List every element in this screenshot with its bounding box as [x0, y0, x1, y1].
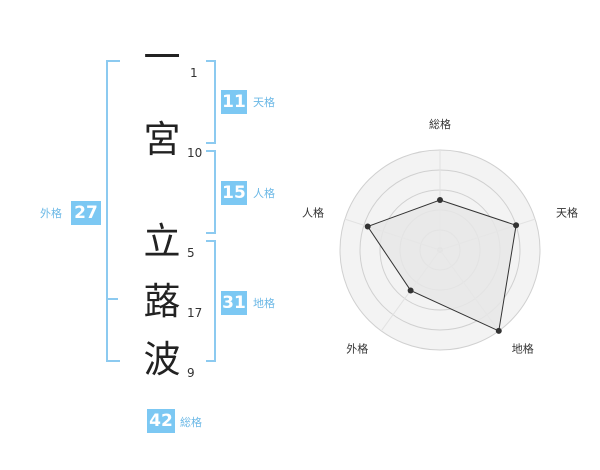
radar-point-2 — [513, 222, 520, 229]
radar-point-5 — [364, 223, 371, 230]
radar-point-4 — [407, 287, 414, 294]
radar-axis-label-1: 総格 — [429, 117, 451, 131]
gaikaku-value: 27 — [71, 201, 101, 225]
radar-series-polygon — [366, 199, 517, 332]
name-char-4: 蕗 — [143, 280, 181, 323]
jinkaku-bracket — [206, 150, 216, 234]
tenkaku-bracket — [206, 60, 216, 144]
stroke-count-5: 9 — [187, 366, 195, 380]
gaikaku-bracket-tick — [106, 298, 118, 300]
name-char-5: 波 — [143, 338, 181, 381]
soukaku-label: 総格 — [180, 416, 202, 429]
stroke-count-4: 17 — [187, 306, 203, 320]
tenkaku-label: 天格 — [253, 96, 275, 109]
jinkaku-value: 15 — [221, 181, 247, 205]
radar-axis-label-3: 地格 — [512, 342, 534, 356]
name-char-2: 宮 — [143, 118, 181, 161]
chikaku-bracket — [206, 240, 216, 362]
radar-point-1 — [437, 197, 443, 203]
chikaku-value: 31 — [221, 291, 247, 315]
radar-points — [364, 197, 520, 334]
soukaku-value: 42 — [147, 409, 175, 433]
jinkaku-label: 人格 — [253, 187, 275, 200]
stroke-count-2: 10 — [187, 146, 203, 160]
gaikaku-label: 外格 — [40, 207, 62, 220]
stroke-count-3: 5 — [187, 246, 195, 260]
gaikaku-bracket — [106, 60, 120, 362]
radar-axis-label-4: 外格 — [346, 342, 368, 356]
name-char-1: 一 — [143, 36, 181, 79]
radar-axis-label-2: 天格 — [556, 205, 578, 219]
tenkaku-value: 11 — [221, 90, 247, 114]
radar-axis-label-5: 人格 — [302, 205, 324, 219]
radar-point-3 — [495, 327, 502, 334]
stroke-count-1: 1 — [190, 66, 198, 80]
name-char-3: 立 — [143, 220, 181, 263]
chikaku-label: 地格 — [253, 297, 275, 310]
